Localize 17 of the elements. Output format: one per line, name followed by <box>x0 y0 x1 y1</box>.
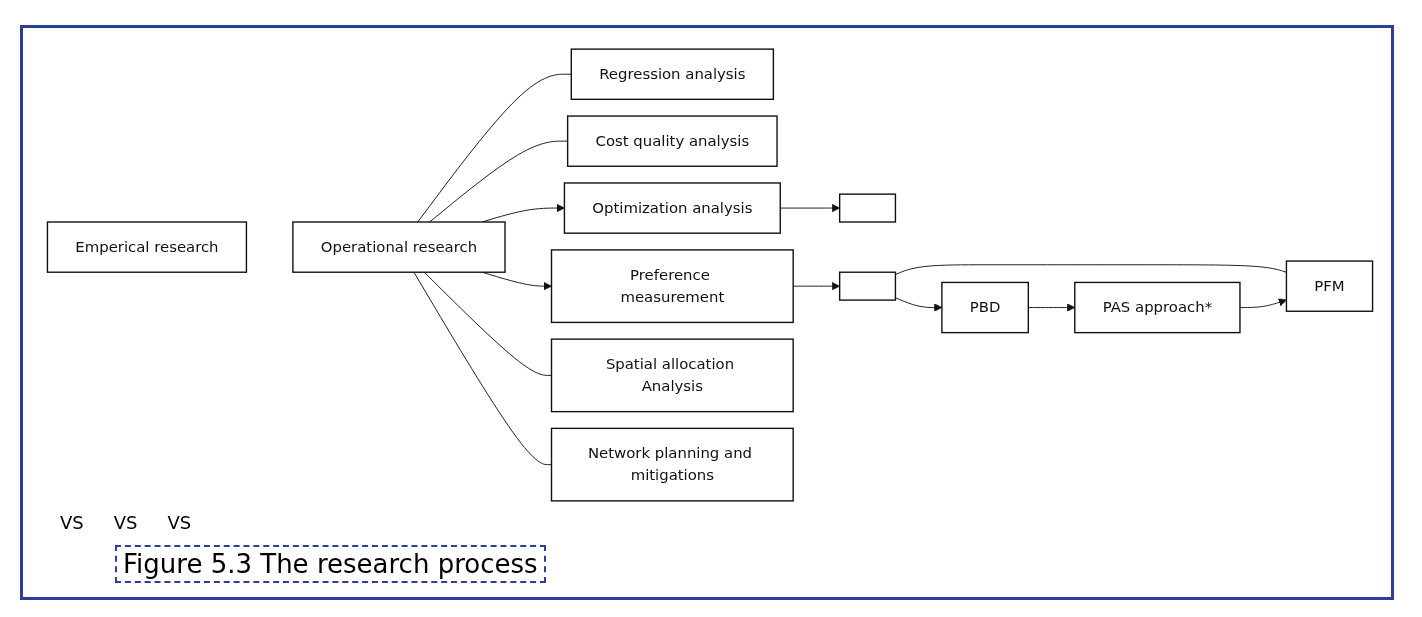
node-box: Preference measurement <box>550 249 794 324</box>
node-box <box>838 271 897 301</box>
node-box: Spatial allocation Analysis <box>550 338 794 413</box>
node-box: PAS approach* <box>1074 281 1241 334</box>
comparison-label: VS <box>60 512 84 533</box>
node-box: Network planning and mitigations <box>550 427 794 502</box>
node-box: PBD <box>941 281 1029 334</box>
figure-caption: Figure 5.3 The research process <box>115 545 546 583</box>
node-box: PFM <box>1285 260 1374 312</box>
node-box: Cost quality analysis <box>566 115 778 167</box>
comparison-label: VS <box>113 512 138 533</box>
node-box: Emperical research <box>46 221 248 273</box>
node-box: Optimization analysis <box>563 182 781 234</box>
comparison-label: VS <box>167 512 192 533</box>
node-box <box>838 193 897 223</box>
node-box: Regression analysis <box>570 48 775 100</box>
node-box: Operational research <box>292 221 506 273</box>
